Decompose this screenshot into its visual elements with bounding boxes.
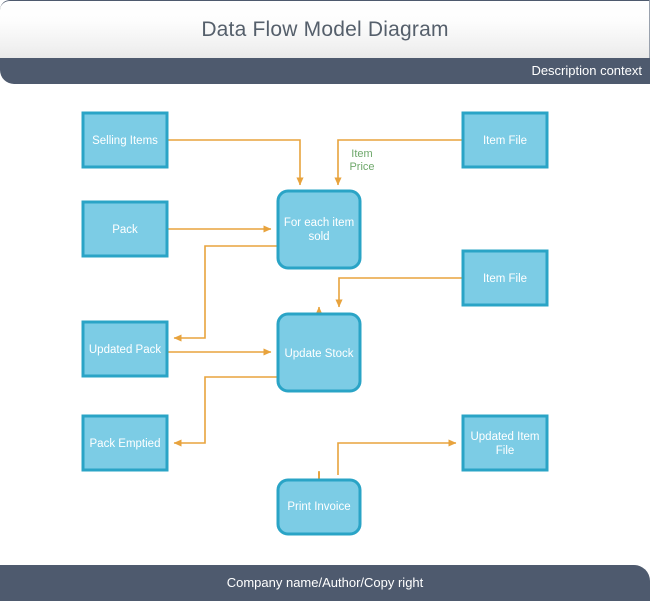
node-updated-pack-shape[interactable] [81,320,169,378]
node-updated-item-file-label-line1: Updated Item [470,431,539,443]
node-selling-items-label: Selling Items [92,135,158,147]
node-item-file-mid-shape[interactable] [461,249,549,307]
node-for-each-item-sold-label-line1: For each item [284,217,354,229]
node-pack-emptied-label: Pack Emptied [90,438,161,450]
description-context-label: Description context [531,63,642,78]
footer-bar [0,565,650,601]
node-update-stock[interactable]: Update Stock [276,312,362,393]
node-print-invoice-shape[interactable] [276,478,362,536]
flow-update-stock-to-updated-item-file [337,439,457,475]
node-print-invoice[interactable]: Print Invoice [276,478,362,536]
node-pack-emptied[interactable]: Pack Emptied [81,414,169,472]
node-item-file-top-shape[interactable] [461,111,549,169]
node-updated-item-file-shape[interactable] [461,414,549,472]
flow-selling-items-to-process [167,139,304,186]
node-pack[interactable]: Pack [81,200,169,258]
node-update-stock-shape[interactable] [276,312,362,393]
flow-label-item-price-line1: Item [351,148,372,160]
node-updated-pack[interactable]: Updated Pack [81,320,169,378]
node-selling-items-shape[interactable] [81,111,169,169]
flow-label-item-price: Item Price [349,148,374,173]
node-pack-emptied-shape[interactable] [81,414,169,472]
flow-process-to-updated-pack [173,245,278,342]
node-updated-pack-label: Updated Pack [89,344,161,356]
node-update-stock-label: Update Stock [284,348,353,360]
diagram-canvas: Item Price Selling Items Item File Pack [0,84,650,565]
node-item-file-mid[interactable]: Item File [461,249,549,307]
page-title: Data Flow Model Diagram [201,18,449,41]
flow-label-item-price-line2: Price [349,161,374,173]
node-selling-items[interactable]: Selling Items [81,111,169,169]
node-updated-item-file[interactable]: Updated Item File [461,414,549,472]
node-for-each-item-sold[interactable]: For each item sold [276,189,362,270]
node-for-each-item-sold-label-line2: sold [308,231,329,243]
flow-item-file-mid-to-update-stock [335,277,463,308]
footer-label: Company name/Author/Copy right [226,575,424,590]
node-for-each-item-sold-shape[interactable] [276,189,362,270]
node-item-file-top-label: Item File [483,135,527,147]
description-bar [0,58,650,84]
node-item-file-top[interactable]: Item File [461,111,549,169]
node-pack-label: Pack [112,224,138,236]
flow-item-file-to-process [334,139,463,186]
node-print-invoice-label: Print Invoice [287,501,350,513]
diagram-svg: Item Price Selling Items Item File Pack [81,111,549,536]
node-updated-item-file-label-line2: File [496,445,515,457]
node-item-file-mid-label: Item File [483,273,527,285]
header-panel: Data Flow Model Diagram [0,0,650,58]
node-pack-shape[interactable] [81,200,169,258]
flow-update-stock-to-pack-emptied [173,376,278,447]
